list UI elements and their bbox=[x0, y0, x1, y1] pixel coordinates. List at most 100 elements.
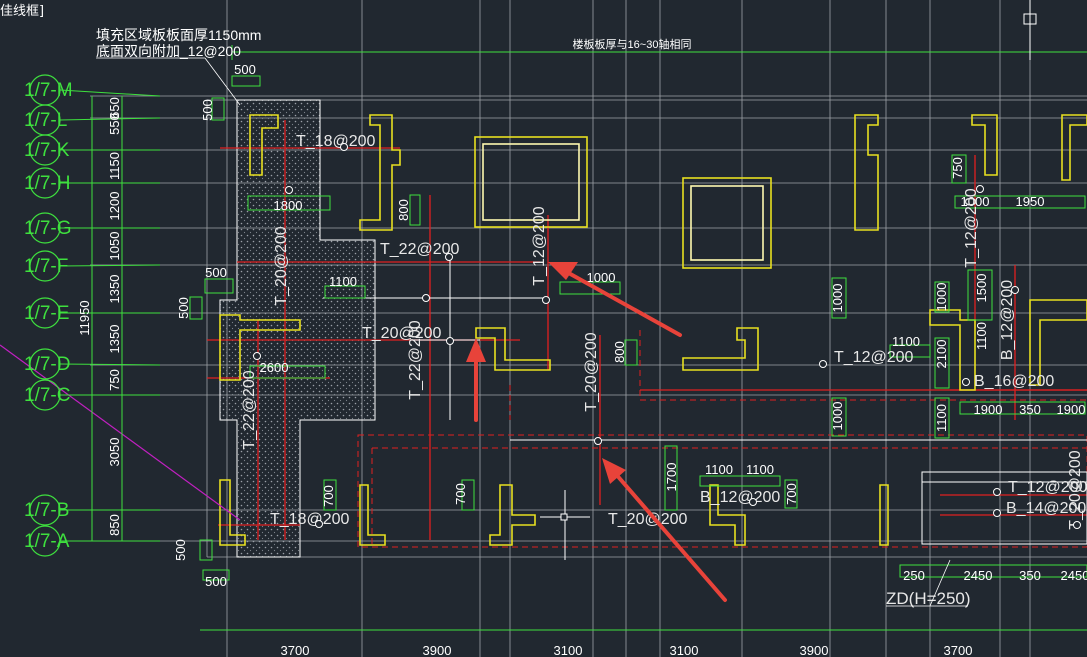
bottom-dim: 3100 bbox=[554, 643, 583, 657]
rebar-label: T_20@200 bbox=[583, 332, 600, 412]
rebar-label: T_18@200 bbox=[296, 133, 376, 150]
axis-label: 1/7-B bbox=[24, 500, 69, 521]
rebar-label: T_22@200 bbox=[407, 320, 424, 400]
dimension-labels: 500 500 1800 800 500 500 1100 1000 2600 … bbox=[173, 62, 1087, 589]
axis-label: 1/7-E bbox=[24, 303, 69, 324]
dim-label: 750 bbox=[950, 157, 965, 179]
window-title-fragment: 佳线框] bbox=[0, 4, 45, 19]
rebar-label: T_12@200 bbox=[834, 349, 914, 366]
dim-label: 250 bbox=[903, 568, 925, 583]
dim-label: 350 bbox=[1019, 568, 1041, 583]
zd-label: ZD(H=250) bbox=[886, 589, 971, 608]
dim-label: 700 bbox=[453, 483, 468, 505]
dashed-beam-lines bbox=[357, 330, 1087, 548]
bottom-dimension-chain: 3700 3900 3100 3100 3900 3700 bbox=[200, 629, 1087, 657]
left-total-dim: 11950 bbox=[77, 300, 92, 335]
dim-label: 800 bbox=[612, 341, 627, 363]
rebar-label: T_22@200 bbox=[380, 241, 460, 258]
dim-label: 500 bbox=[205, 574, 227, 589]
axis-label: 1/7-C bbox=[24, 385, 70, 406]
dim-label: 1900 bbox=[1057, 402, 1086, 417]
rebar-label: T_12@200 bbox=[531, 206, 548, 286]
dotted-fill-region bbox=[219, 99, 376, 558]
rebar-label: T_20@200 bbox=[273, 226, 290, 306]
dim-label: 1100 bbox=[974, 322, 989, 350]
dim-label: 1950 bbox=[1016, 194, 1045, 209]
axis-label: 1/7-F bbox=[24, 256, 68, 277]
slab-note-2: 底面双向附加_12@200 bbox=[96, 43, 241, 59]
axis-label: 1/7-L bbox=[24, 110, 67, 131]
dim-label: 1100 bbox=[934, 404, 949, 432]
rebar-label: T_20@200 bbox=[608, 511, 688, 528]
left-dim: 3050 bbox=[107, 438, 122, 467]
dim-label: 1000 bbox=[830, 284, 845, 313]
bottom-dim: 3100 bbox=[670, 643, 699, 657]
axis-label: 1/7-M bbox=[24, 80, 73, 101]
dim-label: 1000 bbox=[587, 270, 616, 285]
rebar-label: B_12@200 bbox=[700, 489, 780, 506]
axis-label: 1/7-H bbox=[24, 173, 70, 194]
rebar-label: B_16@200 bbox=[974, 373, 1054, 390]
left-dim: 850 bbox=[107, 514, 122, 536]
dimension-brackets bbox=[189, 75, 1087, 581]
dim-label: 1000 bbox=[830, 402, 845, 431]
dim-label: 1100 bbox=[892, 334, 920, 349]
dim-label: 500 bbox=[205, 265, 227, 280]
dim-label: 800 bbox=[396, 199, 411, 221]
dim-label: 500 bbox=[176, 297, 191, 319]
bottom-dim: 3900 bbox=[423, 643, 452, 657]
rebar-label: T_12@200 bbox=[1008, 479, 1087, 496]
rebar-label: B_14@200 bbox=[1006, 500, 1086, 517]
left-dim: 650 bbox=[107, 97, 122, 119]
top-dimension-line: 楼板板厚与16~30轴相同 bbox=[231, 37, 1087, 60]
left-dim: 1350 bbox=[107, 275, 122, 304]
dim-label: 1500 bbox=[974, 274, 989, 303]
magenta-guide-line bbox=[0, 344, 241, 521]
slab-note: 填充区域板板面厚1150mm 底面双向附加_12@200 bbox=[96, 27, 261, 106]
axis-label: 1/7-A bbox=[24, 531, 70, 552]
slab-note-1: 填充区域板板面厚1150mm bbox=[96, 27, 261, 43]
dim-label: 2450 bbox=[964, 568, 993, 583]
top-right-markers bbox=[1023, 0, 1037, 60]
left-axis-column: 1/7-M 1/7-L 1/7-K 1/7-H 1/7-G 1/7-F 1/7-… bbox=[24, 74, 161, 557]
rebar-label: B_12@200 bbox=[999, 280, 1016, 360]
node-markers bbox=[253, 143, 1081, 529]
rebar-label: T_20@200 bbox=[362, 325, 442, 342]
dim-label: 500 bbox=[234, 62, 256, 77]
dim-label: 2450 bbox=[1061, 568, 1087, 583]
dim-label: 2100 bbox=[934, 340, 949, 369]
rebar-label: T_22@200 bbox=[241, 370, 258, 450]
left-dim: 750 bbox=[107, 369, 122, 391]
axis-label: 1/7-D bbox=[24, 354, 70, 375]
dim-label: 350 bbox=[1019, 402, 1041, 417]
dim-label: 700 bbox=[784, 483, 799, 505]
rebar-label: T_18@200 bbox=[270, 511, 350, 528]
bottom-dim: 3700 bbox=[281, 643, 310, 657]
left-dim: 1050 bbox=[107, 232, 122, 261]
left-dim: 1350 bbox=[107, 325, 122, 354]
left-dim: 1150 bbox=[107, 152, 122, 180]
dim-label: 1000 bbox=[934, 283, 949, 312]
top-note: 楼板板厚与16~30轴相同 bbox=[573, 37, 692, 51]
dim-label: 500 bbox=[200, 99, 215, 121]
dim-label: 1100 bbox=[329, 274, 357, 289]
dim-label: 1100 bbox=[746, 462, 774, 477]
dim-label: 1800 bbox=[274, 198, 303, 213]
dim-label: 2600 bbox=[260, 360, 289, 375]
dim-label: 1700 bbox=[664, 463, 679, 492]
dim-label: 700 bbox=[321, 485, 336, 507]
annotation-arrows bbox=[466, 262, 727, 602]
dim-label: 1100 bbox=[705, 462, 733, 477]
wall-outlines bbox=[219, 114, 1087, 546]
left-dim: 550 bbox=[107, 113, 122, 135]
dim-label: 1900 bbox=[974, 402, 1003, 417]
dim-label: 1000 bbox=[961, 194, 990, 209]
axis-label: 1/7-K bbox=[24, 140, 70, 161]
rebar-annotations: T_18@200 T_22@200 T_12@200 T_20@200 T_20… bbox=[241, 133, 1087, 608]
axis-label: 1/7-G bbox=[24, 218, 72, 239]
rebar-label: T_20@200 bbox=[1067, 450, 1084, 530]
dim-label: 500 bbox=[173, 539, 188, 561]
bottom-dim: 3900 bbox=[800, 643, 829, 657]
bottom-dim: 3700 bbox=[944, 643, 973, 657]
